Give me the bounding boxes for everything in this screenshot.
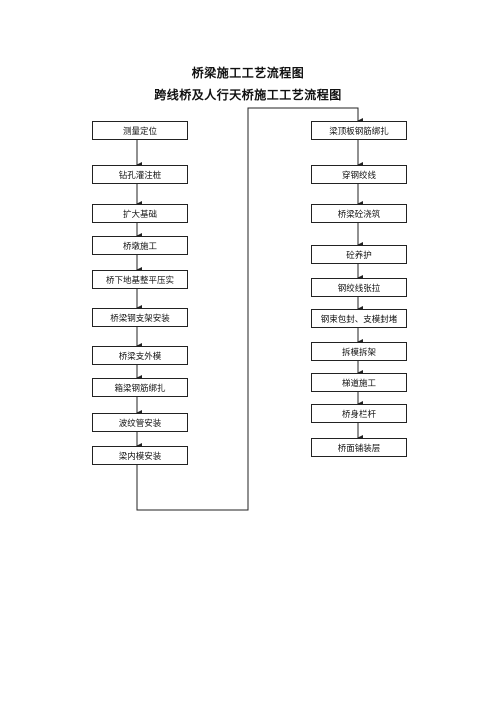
step-box-left-10: 梁内模安装: [92, 446, 188, 465]
diagram-title: 桥梁施工工艺流程图: [191, 66, 305, 80]
step-box-left-5: 桥下地基整平压实: [92, 270, 188, 289]
step-box-right-3: 桥梁砼浇筑: [311, 204, 407, 223]
step-box-left-2: 钻孔灌注桩: [92, 165, 188, 184]
step-box-right-1: 梁顶板钢筋绑扎: [311, 121, 407, 140]
step-box-right-5: 钢绞线张拉: [311, 278, 407, 297]
step-box-right-4: 砼养护: [311, 245, 407, 264]
step-box-right-2: 穿钢绞线: [311, 165, 407, 184]
step-box-right-7: 拆模拆架: [311, 342, 407, 361]
column-link-connector: [136, 107, 363, 511]
step-box-right-6: 钢束包封、支模封堵: [311, 309, 407, 328]
step-box-left-1: 测量定位: [92, 121, 188, 140]
step-box-left-4: 桥墩施工: [92, 236, 188, 255]
step-box-left-9: 波纹管安装: [92, 413, 188, 432]
step-box-right-10: 桥面铺装层: [311, 438, 407, 457]
step-box-left-8: 箱梁钢筋绑扎: [92, 378, 188, 397]
step-box-right-9: 桥身栏杆: [311, 404, 407, 423]
diagram-subtitle: 跨线桥及人行天桥施工工艺流程图: [154, 88, 342, 102]
step-box-left-7: 桥梁支外模: [92, 346, 188, 365]
step-box-left-3: 扩大基础: [92, 204, 188, 223]
step-box-right-8: 梯道施工: [311, 373, 407, 392]
step-box-left-6: 桥梁钢支架安装: [92, 308, 188, 327]
